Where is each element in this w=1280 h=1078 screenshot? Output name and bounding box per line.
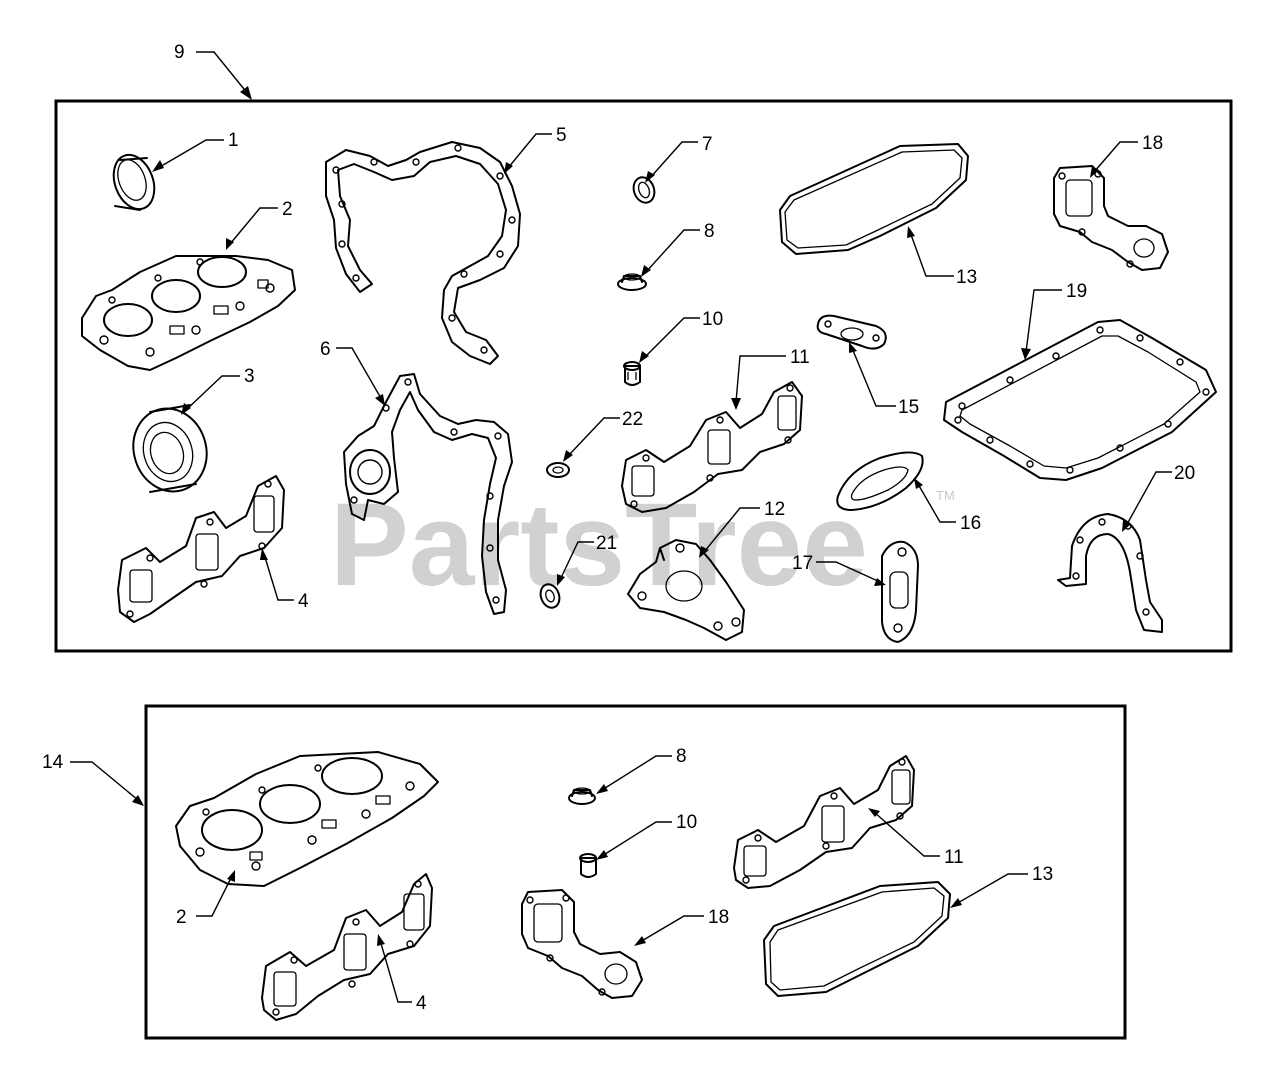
leader-lines-kit14	[70, 755, 1028, 1003]
callout-3: 3	[244, 366, 255, 387]
part-19-oil-pan-gasket[interactable]	[943, 319, 1217, 481]
part-18-thermostat-gasket[interactable]	[1053, 165, 1169, 271]
part-1-seal[interactable]	[107, 149, 162, 215]
kit14-part-13-cover-gasket[interactable]	[763, 881, 951, 997]
callout-4: 4	[298, 591, 309, 612]
callout-1: 1	[228, 130, 239, 151]
part-6-gear-case-gasket[interactable]	[343, 373, 513, 615]
callout-7: 7	[702, 134, 713, 155]
callout-10: 10	[702, 309, 723, 330]
callout-2: 2	[282, 199, 293, 220]
kit14-part-8-washer[interactable]	[568, 787, 596, 805]
callout-6: 6	[320, 339, 331, 360]
callout-kit14-11: 11	[944, 847, 964, 868]
callout-21: 21	[596, 533, 617, 554]
callout-15: 15	[898, 397, 919, 418]
leader-lines	[152, 51, 1172, 601]
kit-9-frame	[54, 99, 1233, 653]
callout-22: 22	[622, 409, 643, 430]
callout-19: 19	[1066, 281, 1087, 302]
kit14-part-18-thermostat-gasket[interactable]	[521, 889, 643, 999]
callout-12: 12	[764, 499, 785, 520]
part-21-washer[interactable]	[537, 582, 562, 611]
part-8-washer[interactable]	[617, 273, 647, 291]
callout-kit14-18: 18	[708, 907, 729, 928]
part-11-exhaust-gasket[interactable]	[621, 381, 803, 513]
callout-kit-14: 14	[42, 752, 64, 773]
part-20-rear-seal-gasket[interactable]	[1057, 513, 1163, 633]
kit14-part-2-head-gasket[interactable]	[175, 751, 439, 887]
callout-5: 5	[556, 125, 567, 146]
callout-kit14-4: 4	[416, 993, 427, 1014]
part-12-plate-gasket[interactable]	[627, 539, 745, 641]
part-17-flange-gasket[interactable]	[881, 540, 919, 643]
part-5-timing-cover-gasket[interactable]	[325, 141, 521, 365]
watermark-text: PartsTree	[330, 479, 868, 611]
part-2-head-gasket[interactable]	[81, 255, 296, 371]
callout-numbers: 9 1 2 3 4 5 6 7 8 10 11 12 13 15 16 17 1…	[42, 42, 1195, 1014]
watermark: PartsTree TM	[330, 479, 955, 611]
part-15-flange-gasket[interactable]	[816, 314, 887, 350]
callout-8: 8	[704, 221, 715, 242]
callout-kit14-10: 10	[676, 812, 697, 833]
callout-kit14-2: 2	[176, 907, 187, 928]
callout-17: 17	[792, 553, 813, 574]
kit-14-frame	[144, 704, 1127, 1040]
callout-13: 13	[956, 267, 977, 288]
part-7-o-ring[interactable]	[630, 174, 658, 205]
kit14-part-10-valve-seal[interactable]	[579, 853, 597, 878]
callout-16: 16	[960, 513, 981, 534]
part-10-valve-seal[interactable]	[623, 361, 641, 386]
part-22-washer[interactable]	[546, 462, 570, 478]
callout-9: 9	[174, 42, 185, 63]
part-4-manifold-gasket[interactable]	[117, 475, 285, 623]
callout-kit14-13: 13	[1032, 864, 1053, 885]
callout-11: 11	[790, 347, 810, 368]
part-16-oval-gasket[interactable]	[836, 451, 924, 511]
kit14-part-11-exhaust-gasket[interactable]	[733, 755, 915, 889]
kit14-part-4-manifold-gasket[interactable]	[261, 873, 433, 1021]
part-13-cover-gasket[interactable]	[779, 143, 969, 255]
callout-kit14-8: 8	[676, 746, 687, 767]
watermark-trademark: TM	[936, 488, 955, 503]
part-3-oil-seal[interactable]	[123, 399, 217, 501]
callout-20: 20	[1174, 463, 1195, 484]
callout-18: 18	[1142, 133, 1163, 154]
